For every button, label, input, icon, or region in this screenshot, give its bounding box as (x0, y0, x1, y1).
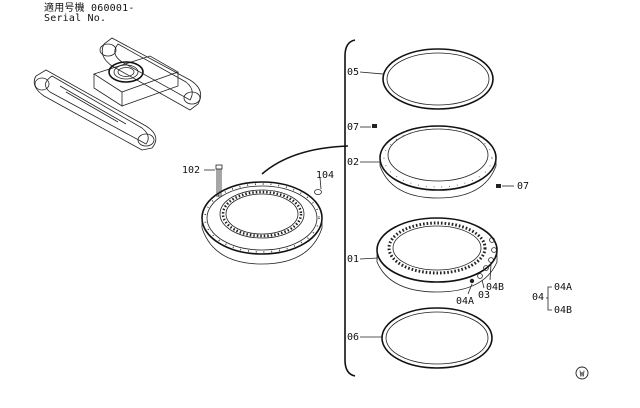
undercarriage-drawing (33, 37, 202, 151)
serial-no-label: Serial No. (44, 13, 107, 24)
part-label-01: 01 (347, 254, 359, 265)
part-label-02: 02 (347, 157, 359, 168)
grease-fitting-07-top (372, 124, 377, 128)
legend-brace (547, 286, 552, 311)
leader-01 (359, 257, 379, 260)
part-label-07-right: 07 (517, 181, 529, 192)
part-label-05: 05 (347, 67, 359, 78)
seal-ring-06 (381, 307, 493, 369)
part-label-04a: 04A (456, 296, 474, 307)
part-label-04b: 04B (486, 282, 504, 293)
legend-group-label: 04 (532, 292, 544, 303)
legend-item-04a: 04A (554, 282, 572, 293)
outer-race-02 (379, 125, 497, 199)
bolt-102 (215, 164, 223, 197)
grease-fitting-07-right (496, 184, 501, 188)
leader-04a (467, 283, 473, 295)
inner-gear-ring-01 (376, 217, 498, 293)
part-label-07-top: 07 (347, 122, 359, 133)
applicable-model-label: 適用号機 060001- (44, 3, 135, 14)
legend-item-04b: 04B (554, 305, 572, 316)
w-mark-letter: W (580, 370, 585, 379)
leader-04b (489, 263, 492, 281)
exploded-view-bracket (344, 39, 356, 377)
leader-05 (359, 71, 384, 75)
part-label-03: 03 (478, 290, 490, 301)
part-label-06: 06 (347, 332, 359, 343)
bearing-assembly (201, 181, 323, 265)
part-label-104: 104 (316, 170, 334, 181)
leader-104 (319, 177, 322, 190)
washer-104 (314, 189, 322, 195)
w-mark: W (575, 366, 589, 380)
part-label-102: 102 (182, 165, 200, 176)
kit-legend: 04 04A 04B (532, 282, 572, 316)
leader-03 (481, 279, 485, 289)
ball-set (469, 237, 497, 284)
seal-ring-05 (382, 48, 494, 110)
connector-curve (261, 145, 349, 175)
